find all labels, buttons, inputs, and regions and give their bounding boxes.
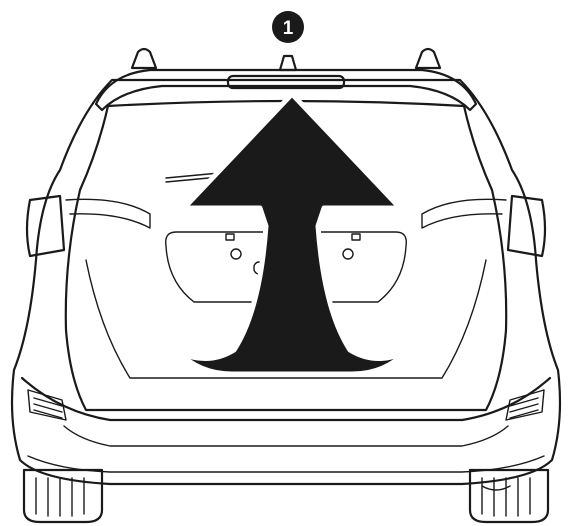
- tailgate-glass: [64, 99, 508, 412]
- right-roof-rail: [414, 47, 442, 70]
- callout-marker: 1: [272, 11, 304, 43]
- right-reflector: [505, 389, 545, 421]
- rear-bumper: [20, 376, 552, 422]
- left-reflector: [27, 389, 67, 421]
- roof-antenna: [278, 54, 298, 72]
- tailgate-trim-lower: [85, 259, 487, 379]
- right-rear-tire: [468, 468, 550, 524]
- left-tail-light: [25, 194, 66, 258]
- bumper-lower-line: [63, 425, 509, 447]
- license-plate-recess: [165, 231, 407, 303]
- open-up-arrow: [175, 91, 409, 377]
- plate-bracket-left: [225, 233, 235, 241]
- tailgate-trim-right: [421, 198, 507, 229]
- tailgate-trim-left: [65, 198, 151, 229]
- bumper-bottom-line: [27, 455, 545, 473]
- callout-number: 1: [283, 18, 294, 39]
- left-rear-tire: [22, 468, 104, 524]
- roof-spoiler: [94, 68, 478, 112]
- right-tail-light: [506, 194, 547, 258]
- exhaust-outlet: [481, 485, 511, 491]
- plate-light-left: [230, 248, 242, 260]
- left-roof-rail: [130, 47, 158, 70]
- car-body: [10, 78, 562, 486]
- high-mount-stop-lamp: [226, 74, 346, 90]
- plate-light-right: [342, 248, 354, 260]
- plate-bracket-right: [351, 233, 361, 241]
